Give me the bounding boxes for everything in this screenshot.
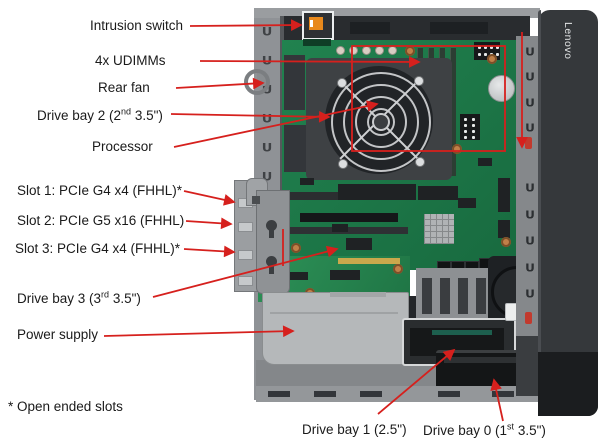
label-rear-fan: Rear fan: [98, 80, 150, 96]
red-clip: [525, 312, 532, 324]
fan-screw: [414, 76, 424, 86]
screw-pad: [405, 46, 415, 56]
cmos-battery: [488, 75, 515, 102]
front-bezel: [538, 10, 598, 416]
card-edge-connector: [338, 258, 400, 264]
label-text-part: 3.5"): [109, 290, 141, 306]
label-drive-bay-2: Drive bay 2 (2nd 3.5"): [37, 106, 163, 123]
label-udimms: 4x UDIMMs: [95, 53, 166, 69]
label-intrusion-switch: Intrusion switch: [90, 18, 184, 34]
fan-hub: [372, 113, 390, 131]
red-clip: [525, 137, 532, 149]
lenovo-logo: Lenovo: [562, 22, 574, 60]
label-slot-3: Slot 3: PCIe G4 x4 (FHHL)*: [15, 241, 181, 257]
psu-notch: [330, 292, 386, 297]
chipset-heatsink: [424, 214, 454, 244]
cage-vent: [476, 278, 486, 314]
chip: [332, 224, 348, 232]
drive-1-pcb: [432, 330, 492, 335]
label-text-part: Drive bay 3 (3: [17, 290, 102, 306]
label-superscript: rd: [101, 289, 110, 300]
label-superscript: st: [507, 421, 515, 432]
label-text-part: 3.5"): [131, 107, 163, 123]
chip: [458, 198, 476, 208]
label-footnote: * Open ended slots: [8, 399, 123, 415]
front-bezel-lower: [538, 352, 598, 416]
card-retention-bracket: [256, 190, 290, 294]
cage-vent: [440, 278, 450, 314]
screw-pad: [393, 264, 403, 274]
slot-cover: [238, 250, 253, 260]
front-bezel-edge: [538, 10, 541, 416]
rear-io-block: [284, 125, 308, 172]
label-text-part: Drive bay 0 (1: [423, 422, 508, 438]
drive-0-top-edge: [444, 357, 540, 363]
rear-io-block: [284, 55, 305, 110]
label-text-part: Drive bay 2 (2: [37, 107, 122, 123]
rail-vent: [268, 391, 290, 397]
label-text-part: 3.5"): [514, 422, 546, 438]
label-drive-bay-0: Drive bay 0 (1st 3.5"): [423, 421, 546, 438]
rail-vent: [314, 391, 336, 397]
top-vent-slot: [430, 22, 488, 34]
m2-shield: [338, 184, 416, 200]
label-processor: Processor: [92, 139, 153, 155]
bracket-keyhole: [269, 229, 274, 238]
padlock-loop-icon: [244, 69, 270, 95]
label-slot-1: Slot 1: PCIe G4 x4 (FHHL)*: [17, 183, 183, 199]
pcie-slot: [288, 192, 344, 200]
header-pins: [498, 220, 510, 238]
screw-pad: [501, 237, 511, 247]
psu-seam: [270, 312, 398, 314]
cage-vent: [458, 278, 468, 314]
power-supply-unit: [262, 292, 409, 365]
header-pins: [498, 178, 510, 212]
top-vent-slot: [350, 22, 390, 34]
capacitor: [362, 46, 371, 55]
chip: [346, 238, 372, 250]
m2-shield: [418, 186, 458, 200]
bracket-keyhole: [266, 220, 277, 231]
top-frame: [254, 8, 540, 18]
rail-vent: [360, 391, 382, 397]
label-superscript: nd: [121, 106, 132, 117]
bracket-screw: [252, 196, 260, 204]
cage-vent: [422, 278, 432, 314]
capacitor: [349, 46, 358, 55]
fan-screw: [415, 157, 425, 167]
chip: [300, 178, 314, 185]
slot-cover: [238, 222, 253, 232]
capacitor: [388, 46, 397, 55]
rail-vent: [438, 391, 460, 397]
intrusion-switch-label-chip: [303, 39, 331, 46]
screw-pad: [291, 243, 301, 253]
intrusion-switch: [309, 17, 323, 30]
fan-screw: [337, 78, 347, 88]
slot-cover: [238, 276, 253, 286]
fan-screw: [338, 159, 348, 169]
chip: [330, 270, 360, 280]
label-drive-bay-3: Drive bay 3 (3rd 3.5"): [17, 289, 141, 306]
label-power-supply: Power supply: [17, 327, 99, 343]
bracket-keyhole: [269, 265, 274, 274]
screw-pad: [487, 54, 497, 64]
label-slot-2: Slot 2: PCIe G5 x16 (FHHL): [17, 213, 185, 229]
capacitor: [375, 46, 384, 55]
chip: [478, 158, 492, 166]
pcie-x16-slot: [300, 213, 398, 222]
chip: [290, 272, 308, 280]
rail-vent: [492, 391, 514, 397]
front-panel-header: [460, 114, 480, 140]
label-drive-bay-1: Drive bay 1 (2.5"): [302, 422, 407, 438]
screw-pad: [452, 144, 462, 154]
capacitor: [336, 46, 345, 55]
